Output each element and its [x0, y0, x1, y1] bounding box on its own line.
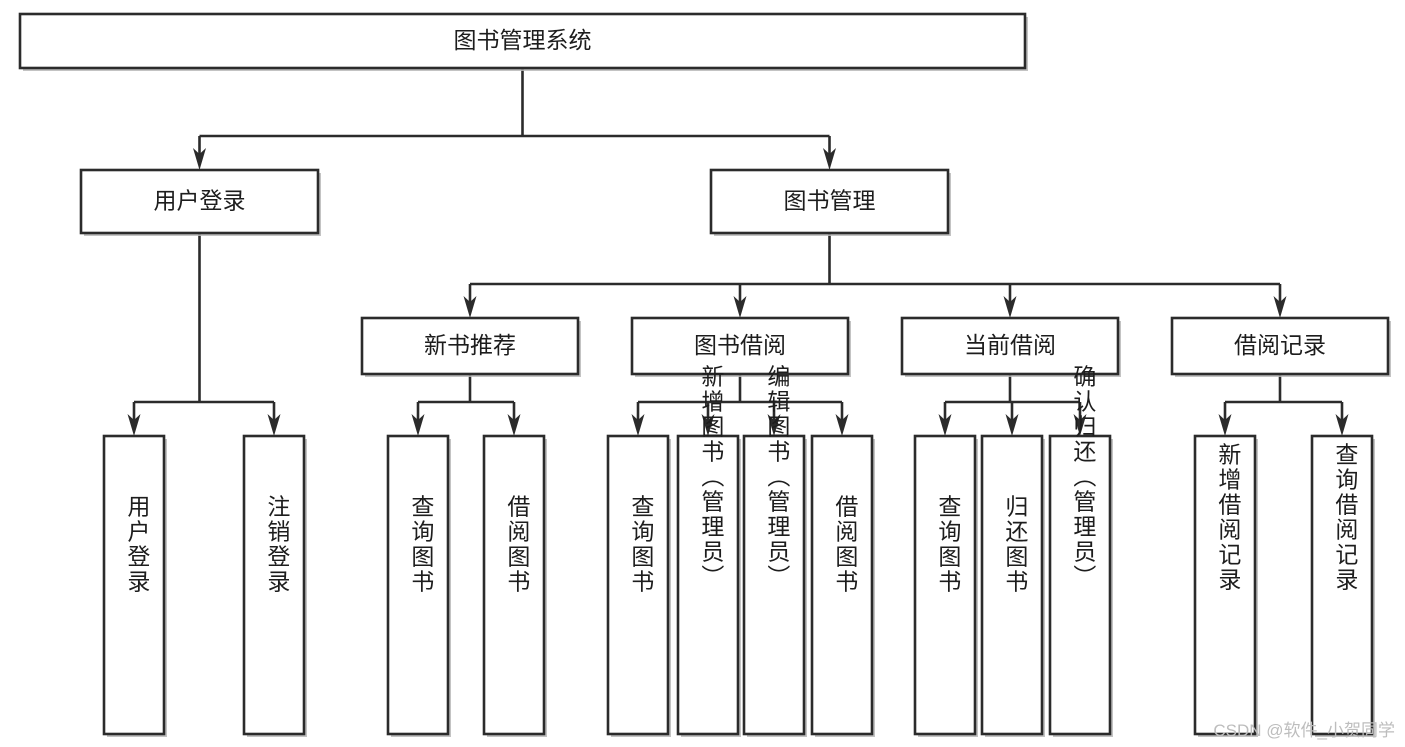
edge-arrowhead: [938, 414, 952, 436]
node-label: 借阅图书: [504, 495, 531, 595]
node-new-book-recommend[interactable]: 新书推荐: [360, 316, 581, 377]
node-label: 查询借阅记录: [1332, 443, 1359, 593]
node-box[interactable]: [810, 434, 874, 736]
edge-arrowhead: [1335, 414, 1349, 436]
node-box[interactable]: [1170, 316, 1390, 376]
node-box[interactable]: [242, 434, 306, 736]
edge-group-book-borrow: [631, 374, 849, 436]
edge-arrowhead: [631, 414, 645, 436]
edge-arrowhead: [1073, 414, 1087, 436]
node-leaf-add-book[interactable]: 新增图书（管理员）: [676, 365, 741, 738]
node-label: 借阅记录: [1234, 332, 1326, 358]
node-box[interactable]: [913, 434, 977, 736]
node-root[interactable]: 图书管理系统: [18, 12, 1028, 71]
node-layer: 图书管理系统用户登录图书管理新书推荐图书借阅当前借阅借阅记录用户登录注销登录查询…: [18, 12, 1391, 738]
edge-layer: [127, 68, 1349, 436]
node-box[interactable]: [482, 434, 546, 736]
node-label: 注销登录: [264, 495, 291, 595]
node-box[interactable]: [1048, 434, 1112, 736]
edge-arrowhead: [127, 414, 141, 436]
node-box[interactable]: [102, 434, 166, 736]
node-box[interactable]: [709, 168, 950, 235]
node-leaf-add-record[interactable]: 新增借阅记录: [1193, 434, 1258, 737]
node-book-borrow[interactable]: 图书借阅: [630, 316, 851, 377]
node-leaf-borrow-book-1[interactable]: 借阅图书: [482, 434, 547, 737]
node-leaf-edit-book[interactable]: 编辑图书（管理员）: [742, 365, 807, 738]
node-box[interactable]: [79, 168, 320, 235]
node-current-borrow[interactable]: 当前借阅: [900, 316, 1121, 377]
node-leaf-query-book-1[interactable]: 查询图书: [386, 434, 451, 737]
node-leaf-confirm-return[interactable]: 确认归还（管理员）: [1048, 365, 1113, 738]
node-borrow-record[interactable]: 借阅记录: [1170, 316, 1391, 377]
node-box[interactable]: [360, 316, 580, 376]
node-label: 用户登录: [124, 495, 151, 595]
node-box[interactable]: [1310, 434, 1374, 736]
node-leaf-user-login[interactable]: 用户登录: [102, 434, 167, 737]
edge-group-new-book-recommend: [411, 374, 521, 436]
node-leaf-query-book-3[interactable]: 查询图书: [913, 434, 978, 737]
node-label: 图书管理系统: [454, 27, 592, 53]
node-label: 查询图书: [408, 495, 435, 595]
edge-arrowhead: [193, 148, 206, 170]
edge-arrowhead: [701, 414, 715, 436]
node-box[interactable]: [742, 434, 806, 736]
node-label: 查询图书: [628, 495, 655, 595]
edge-group-current-borrow: [938, 374, 1087, 436]
edge-group-borrow-record: [1218, 374, 1349, 436]
edge-group-root: [193, 68, 836, 170]
node-label: 新书推荐: [424, 332, 516, 358]
node-leaf-user-logout[interactable]: 注销登录: [242, 434, 307, 737]
edge-arrowhead: [267, 414, 281, 436]
edge-arrowhead: [767, 414, 781, 436]
edge-arrowhead: [1003, 296, 1017, 318]
node-label: 图书管理: [784, 188, 876, 214]
node-box[interactable]: [980, 434, 1044, 736]
node-leaf-query-record[interactable]: 查询借阅记录: [1310, 434, 1375, 737]
edge-arrowhead: [1273, 296, 1287, 318]
node-label: 确认归还（管理员）: [1070, 365, 1097, 590]
node-box[interactable]: [900, 316, 1120, 376]
node-label: 图书借阅: [694, 332, 786, 358]
node-box[interactable]: [676, 434, 740, 736]
node-leaf-borrow-book-2[interactable]: 借阅图书: [810, 434, 875, 737]
node-label: 用户登录: [154, 188, 246, 214]
edge-arrowhead: [823, 148, 836, 170]
node-box[interactable]: [18, 12, 1027, 70]
edge-arrowhead: [507, 414, 521, 436]
edge-arrowhead: [463, 296, 477, 318]
node-leaf-return-book[interactable]: 归还图书: [980, 434, 1045, 737]
node-label: 查询图书: [935, 495, 962, 595]
node-box[interactable]: [606, 434, 670, 736]
edge-arrowhead: [1218, 414, 1232, 436]
node-label: 借阅图书: [832, 495, 859, 595]
node-label: 新增借阅记录: [1215, 443, 1242, 593]
node-box[interactable]: [630, 316, 850, 376]
edge-arrowhead: [733, 296, 747, 318]
node-label: 新增图书（管理员）: [698, 365, 725, 590]
edge-group-book-manage: [463, 233, 1287, 318]
csdn-watermark: CSDN @软件_小贺同学: [1213, 721, 1395, 740]
edge-arrowhead: [835, 414, 849, 436]
node-user-login[interactable]: 用户登录: [79, 168, 321, 236]
node-box[interactable]: [386, 434, 450, 736]
node-label: 编辑图书（管理员）: [764, 365, 791, 590]
edge-group-user-login: [127, 233, 281, 436]
node-box[interactable]: [1193, 434, 1257, 736]
node-label: 归还图书: [1002, 495, 1029, 595]
edge-arrowhead: [411, 414, 425, 436]
edge-arrowhead: [1005, 414, 1019, 436]
node-label: 当前借阅: [964, 332, 1056, 358]
node-leaf-query-book-2[interactable]: 查询图书: [606, 434, 671, 737]
node-book-manage[interactable]: 图书管理: [709, 168, 951, 236]
